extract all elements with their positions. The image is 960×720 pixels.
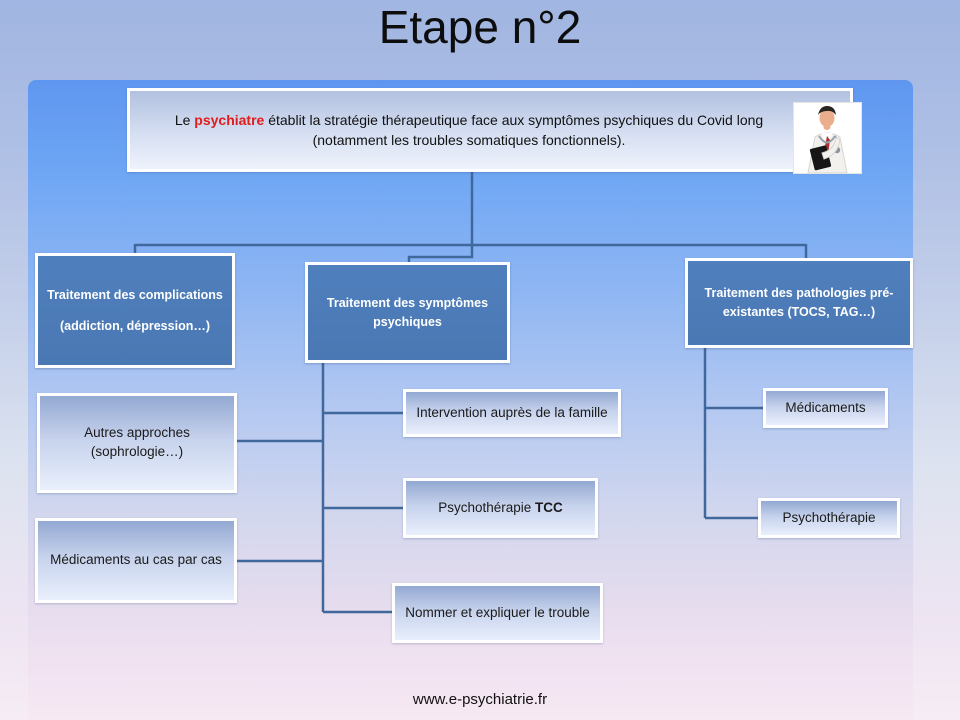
tcc-label-prefix: Psychothérapie — [438, 499, 536, 515]
branch-complications: Traitement des complications (addiction,… — [35, 253, 235, 368]
tcc-label-bold: TCC — [535, 499, 563, 515]
node-medicaments-cas-par-cas: Médicaments au cas par cas — [35, 518, 237, 603]
branch-symptomes-title: Traitement des symptômes psychiques — [326, 295, 489, 329]
page-title: Etape n°2 — [378, 1, 582, 53]
root-node-text: Le psychiatre établit la stratégie théra… — [166, 110, 772, 151]
node-psychotherapie-tcc-label: Psychothérapie TCC — [438, 499, 563, 518]
node-medicaments-label: Médicaments — [785, 399, 866, 415]
root-text-prefix: Le — [174, 111, 195, 128]
node-nommer-expliquer-label: Nommer et expliquer le trouble — [405, 604, 590, 620]
branch-pathologies: Traitement des pathologies pré-existante… — [685, 258, 913, 348]
branch-complications-line2: (addiction, dépression…) — [59, 318, 210, 333]
root-text-suffix: établit la stratégie thérapeutique face … — [264, 111, 764, 148]
node-psychotherapie-label: Psychothérapie — [782, 509, 876, 525]
node-autres-approches-line2: (sophrologie…) — [90, 444, 184, 459]
node-intervention-famille-label: Intervention auprès de la famille — [416, 404, 608, 420]
node-nommer-expliquer: Nommer et expliquer le trouble — [392, 583, 603, 643]
doctor-icon — [794, 103, 861, 174]
node-psychotherapie-tcc: Psychothérapie TCC — [403, 478, 598, 538]
node-autres-approches: Autres approches (sophrologie…) — [37, 393, 237, 493]
node-intervention-famille: Intervention auprès de la famille — [403, 389, 621, 437]
node-psychotherapie: Psychothérapie — [758, 498, 900, 538]
branch-pathologies-title: Traitement des pathologies pré-existante… — [704, 286, 894, 319]
branch-symptomes: Traitement des symptômes psychiques — [305, 262, 510, 363]
root-text-keyword: psychiatre — [194, 111, 265, 128]
node-autres-approches-line1: Autres approches — [84, 425, 190, 441]
root-node: Le psychiatre établit la stratégie théra… — [127, 88, 853, 172]
branch-complications-line1: Traitement des complications — [47, 287, 223, 302]
node-medicaments: Médicaments — [763, 388, 888, 428]
footer-url: www.e-psychiatrie.fr — [412, 691, 548, 708]
node-medicaments-cas-par-cas-label: Médicaments au cas par cas — [50, 552, 222, 568]
